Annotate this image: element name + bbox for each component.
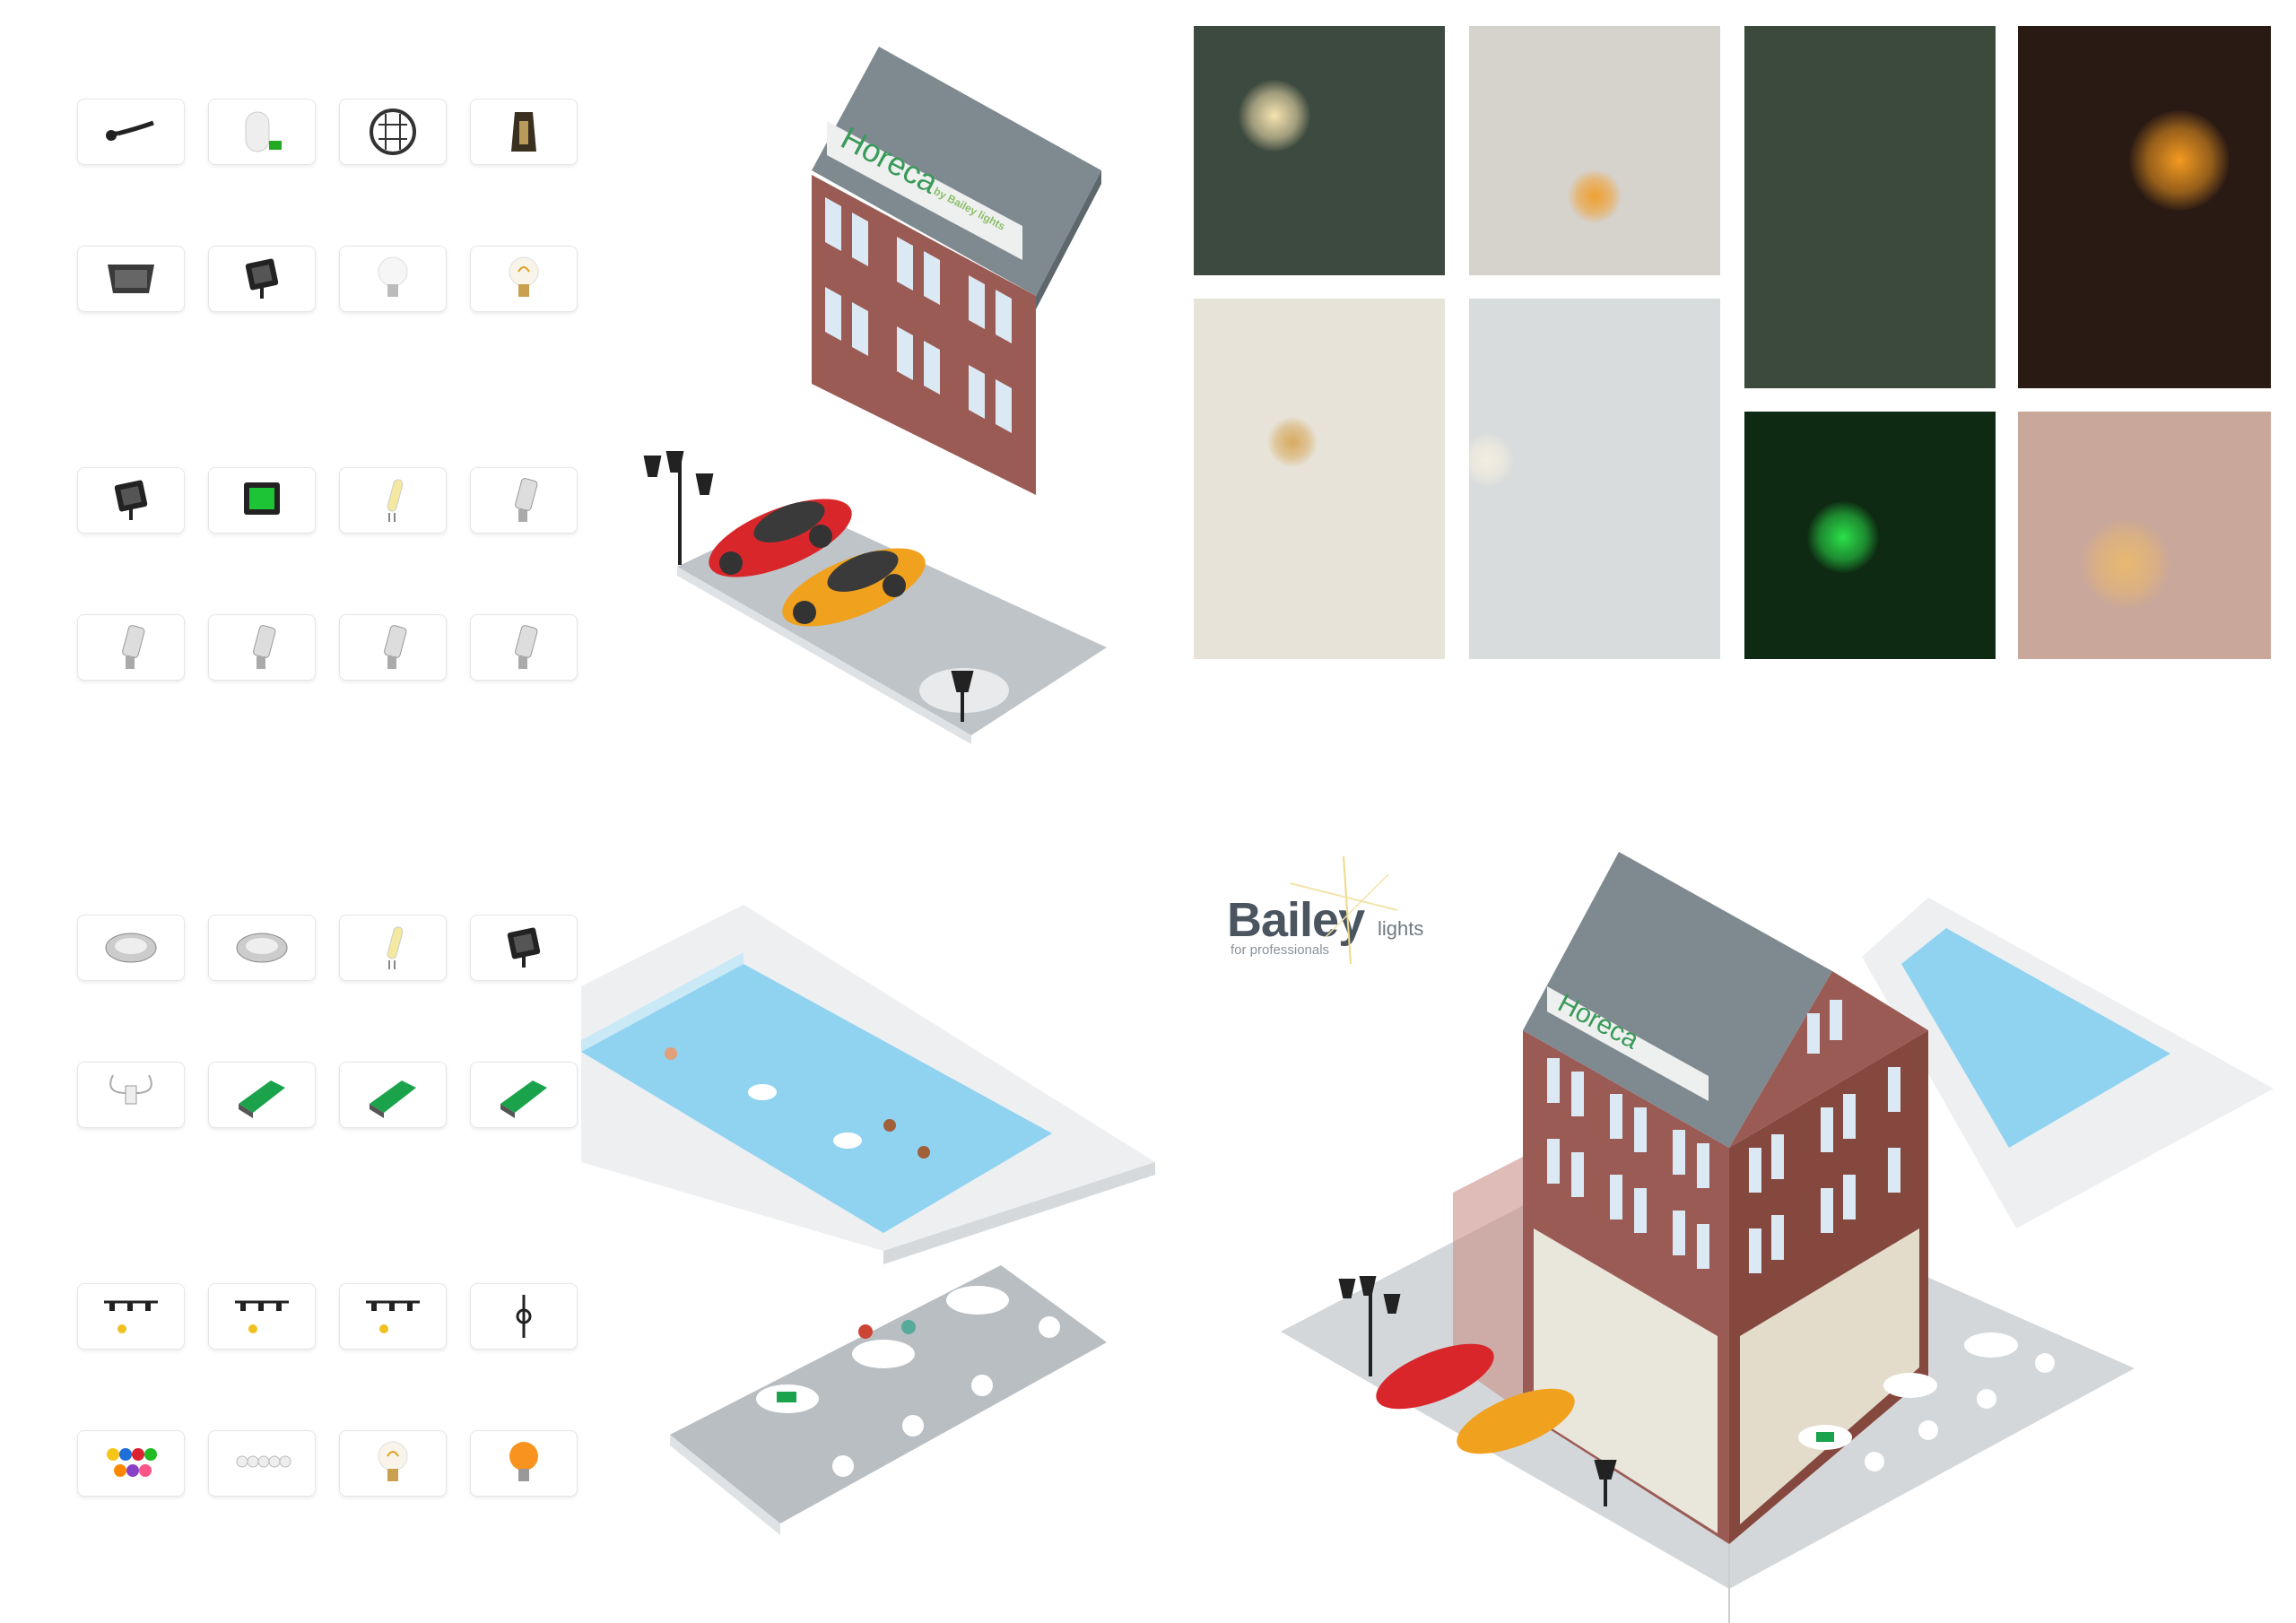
light-glow xyxy=(2129,110,2230,211)
product-tile-mini-bulbs[interactable] xyxy=(208,1430,316,1497)
product-tile-wall-light[interactable] xyxy=(77,99,185,165)
terrace-floor xyxy=(670,1265,1107,1523)
product-tile-festoon-kit-2[interactable] xyxy=(339,1283,447,1350)
corn-icon xyxy=(515,625,538,669)
bulkhead-icon xyxy=(245,111,282,152)
light-glow xyxy=(1267,417,1318,467)
wall-icon xyxy=(106,120,154,141)
grid-icon xyxy=(370,108,416,155)
yellow-car xyxy=(782,548,926,627)
product-tile-filament-bulb[interactable] xyxy=(470,246,578,312)
holder-icon xyxy=(516,1295,532,1338)
driver-icon xyxy=(239,1081,285,1118)
driver-icon xyxy=(370,1081,416,1118)
photo-green-led-strip-scaffold xyxy=(1744,412,1996,659)
corn-icon xyxy=(515,478,538,522)
product-tile-par56-pool[interactable] xyxy=(77,915,185,981)
logo-tagline: for professionals xyxy=(1231,942,1330,958)
building-roof-large xyxy=(1523,852,1832,1148)
photo-cafe-pendants xyxy=(1194,26,1445,275)
product-tile-led-driver-green-3[interactable] xyxy=(470,1062,578,1128)
orange-icon xyxy=(509,1442,538,1481)
product-tile-g9-capsule[interactable] xyxy=(339,467,447,534)
floodgreen-icon xyxy=(244,482,280,515)
light-glow xyxy=(2081,519,2170,609)
photo-globe-filament-pendants xyxy=(2018,26,2271,388)
cable-icon xyxy=(109,1074,152,1105)
product-tile-wall-pack[interactable] xyxy=(77,246,185,312)
combined-scene-illustration: Horeca xyxy=(1281,852,2274,1623)
light-glow xyxy=(1469,433,1514,487)
product-tile-halogen-capsule[interactable] xyxy=(339,915,447,981)
horeca-building-illustration: Horeca by Bailey lights xyxy=(643,47,1107,744)
sparkle-icon xyxy=(1290,856,1397,964)
bailey-logo: Bailey for professionals lights xyxy=(1227,856,1423,964)
minis-icon xyxy=(236,1455,291,1468)
product-tile-lantern[interactable] xyxy=(470,99,578,165)
product-tile-pool-driver-cable[interactable] xyxy=(77,1062,185,1128)
par-icon xyxy=(236,933,288,963)
product-tile-floodlight-sensor[interactable] xyxy=(77,467,185,534)
light-glow xyxy=(1568,169,1622,223)
product-tile-corn-lamp-e40[interactable] xyxy=(77,614,185,681)
product-tile-led-driver-green-2[interactable] xyxy=(339,1062,447,1128)
product-tile-floodlight-green[interactable] xyxy=(208,467,316,534)
corn-icon xyxy=(384,625,407,669)
flood-icon xyxy=(245,258,279,299)
corn-icon xyxy=(122,625,145,669)
product-tile-led-bulb-a60[interactable] xyxy=(339,246,447,312)
pool-terrace-illustration xyxy=(581,905,1155,1535)
wallpack-icon xyxy=(108,265,154,293)
product-tile-filament-globe[interactable] xyxy=(339,1430,447,1497)
product-tile-par56-clear[interactable] xyxy=(208,915,316,981)
product-tile-festoon-kit[interactable] xyxy=(77,1283,185,1350)
pool-water-small xyxy=(1901,928,2170,1148)
driver-icon xyxy=(500,1081,547,1118)
product-tile-bulkhead-sensor[interactable] xyxy=(208,99,316,165)
bulb-icon xyxy=(378,256,408,297)
product-tile-lamp-holder[interactable] xyxy=(470,1283,578,1350)
photo-stair-wall-lights xyxy=(1469,299,1720,659)
filament-icon xyxy=(509,256,539,297)
string-icon xyxy=(104,1300,158,1333)
filament-icon xyxy=(378,1441,408,1481)
logo-suffix: lights xyxy=(1378,917,1424,940)
building-roof xyxy=(812,47,1101,296)
product-tile-corn-lamp-fins[interactable] xyxy=(470,614,578,681)
flood-icon xyxy=(507,927,541,968)
product-tile-festoon-string[interactable] xyxy=(208,1283,316,1350)
string-icon xyxy=(366,1300,420,1333)
photo-spiral-filament-brick xyxy=(2018,412,2271,659)
par-icon xyxy=(105,933,157,963)
photo-cage-pendant-bulb xyxy=(1469,26,1720,275)
capsule-icon xyxy=(387,479,404,522)
string-icon xyxy=(235,1300,289,1333)
product-tile-corn-lamp[interactable] xyxy=(470,467,578,534)
photo-festoon-colored-lights xyxy=(1744,26,1996,388)
product-tile-orange-bulb[interactable] xyxy=(470,1430,578,1497)
product-tile-corn-lamp-small[interactable] xyxy=(339,614,447,681)
product-tile-colored-bulbs[interactable] xyxy=(77,1430,185,1497)
lantern-icon xyxy=(511,112,536,152)
light-glow xyxy=(1807,501,1879,573)
photo-fish-shaped-bulbs xyxy=(1194,299,1445,659)
flood-icon xyxy=(114,480,148,520)
pool-water xyxy=(581,964,1052,1233)
product-tile-corn-lamp-large[interactable] xyxy=(208,614,316,681)
product-tile-floodlight[interactable] xyxy=(470,915,578,981)
colors-icon xyxy=(107,1448,157,1477)
street-lamp xyxy=(643,451,974,722)
horeca-sign xyxy=(827,121,1022,260)
red-car xyxy=(709,499,852,577)
capsule-icon xyxy=(387,926,404,969)
product-tile-grid-bulkhead[interactable] xyxy=(339,99,447,165)
product-tile-floodlight-small[interactable] xyxy=(208,246,316,312)
corn-icon xyxy=(253,625,276,669)
light-glow xyxy=(1239,80,1310,152)
product-tile-led-driver-green-1[interactable] xyxy=(208,1062,316,1128)
